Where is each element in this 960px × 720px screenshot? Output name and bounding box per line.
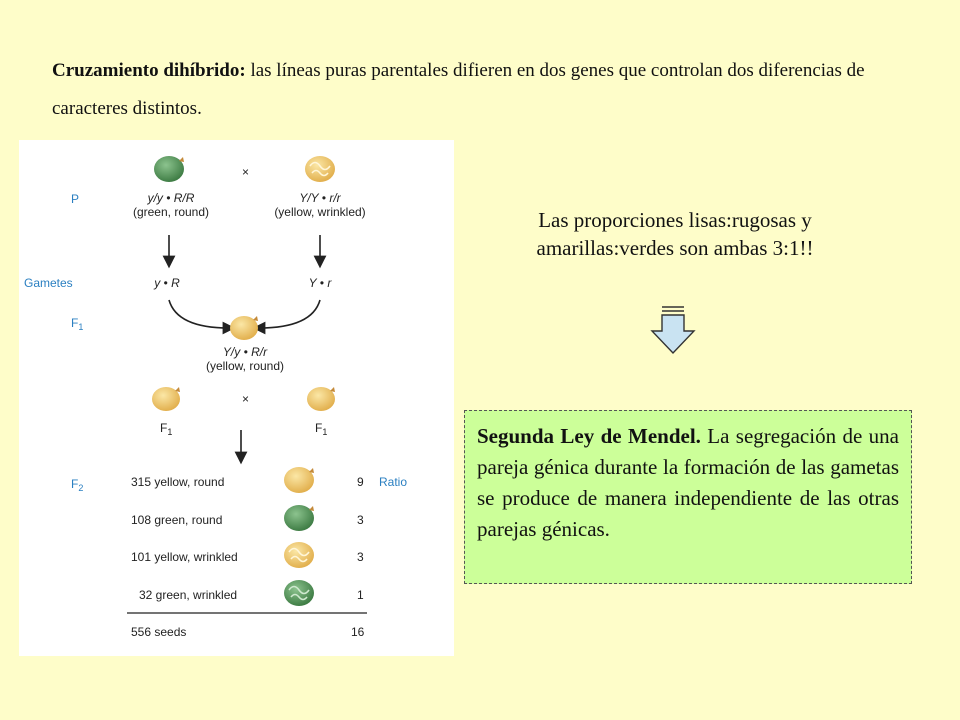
- yellow-wrinkled-seed-icon: [284, 542, 314, 568]
- mendel-second-law-box: Segunda Ley de Mendel. La segregación de…: [464, 410, 912, 584]
- intro-paragraph: Cruzamiento dihíbrido: las líneas puras …: [52, 52, 912, 128]
- parent-green-round: [154, 156, 184, 182]
- gamete-1: y • R: [153, 276, 180, 290]
- law-text: La segregación de una pareja génica dura…: [477, 424, 899, 541]
- f2-row-yellow-round: 315 yellow, round 9: [131, 467, 364, 493]
- green-round-seed-icon: [154, 156, 184, 182]
- intro-text: las líneas puras parentales difieren en …: [52, 60, 865, 119]
- label-gametes: Gametes: [24, 276, 73, 290]
- f1-cross-label-right: F1: [315, 421, 327, 437]
- f1-yellow-round-seed-icon: [230, 316, 258, 340]
- yellow-wrinkled-seed-icon: [305, 156, 335, 182]
- gamete-2: Y • r: [309, 276, 333, 290]
- total-ratio: 16: [351, 625, 365, 639]
- f2-row-ratio: 9: [357, 475, 364, 489]
- label-f2: F2: [71, 477, 83, 493]
- parent-yellow-wrinkled: [305, 156, 335, 182]
- ratio-statement: Las proporciones lisas:rugosas y amarill…: [470, 206, 880, 262]
- dihybrid-cross-figure: P Gametes F1 F2 Ratio × y/y • R/R (green…: [19, 140, 454, 656]
- cross-symbol-f1: ×: [242, 392, 249, 406]
- dihybrid-cross-diagram: P Gametes F1 F2 Ratio × y/y • R/R (green…: [24, 156, 407, 639]
- curved-arrow-right: [252, 299, 321, 335]
- parent1-phenotype: (green, round): [133, 205, 209, 219]
- f2-row-green-round: 108 green, round 3: [131, 505, 364, 531]
- parent1-genotype: y/y • R/R: [147, 191, 195, 205]
- total-label: 556 seeds: [131, 625, 186, 639]
- label-p: P: [71, 192, 79, 206]
- green-round-seed-icon: [284, 505, 314, 531]
- cross-symbol-p: ×: [242, 165, 249, 179]
- f1-seed-left-icon: [152, 387, 180, 411]
- intro-bold-term: Cruzamiento dihíbrido:: [52, 60, 246, 81]
- ratio-line-1: Las proporciones lisas:rugosas y: [538, 208, 812, 232]
- label-f1: F1: [71, 316, 83, 332]
- f1-genotype: Y/y • R/r: [223, 345, 268, 359]
- f1-phenotype: (yellow, round): [206, 359, 284, 373]
- f2-row-ratio: 3: [357, 513, 364, 527]
- f1-cross-label-left: F1: [160, 421, 172, 437]
- f2-row-label: 315 yellow, round: [131, 475, 224, 489]
- down-arrow-icon: [650, 306, 696, 355]
- f2-row-ratio: 1: [357, 588, 364, 602]
- f2-row-label: 101 yellow, wrinkled: [131, 550, 238, 564]
- f2-row-label: 108 green, round: [131, 513, 222, 527]
- f2-row-label: 32 green, wrinkled: [139, 588, 237, 602]
- curved-arrow-left: [168, 299, 236, 335]
- f2-row-yellow-wrinkled: 101 yellow, wrinkled 3: [131, 542, 364, 568]
- parent2-genotype: Y/Y • r/r: [299, 191, 341, 205]
- label-ratio: Ratio: [379, 475, 407, 489]
- f2-row-ratio: 3: [357, 550, 364, 564]
- ratio-line-2: amarillas:verdes son ambas 3:1!!: [536, 236, 814, 260]
- f2-row-green-wrinkled: 32 green, wrinkled 1: [139, 580, 364, 606]
- law-title: Segunda Ley de Mendel.: [477, 424, 701, 448]
- yellow-round-seed-icon: [284, 467, 314, 493]
- parent2-phenotype: (yellow, wrinkled): [274, 205, 365, 219]
- green-wrinkled-seed-icon: [284, 580, 314, 606]
- f1-seed-right-icon: [307, 387, 335, 411]
